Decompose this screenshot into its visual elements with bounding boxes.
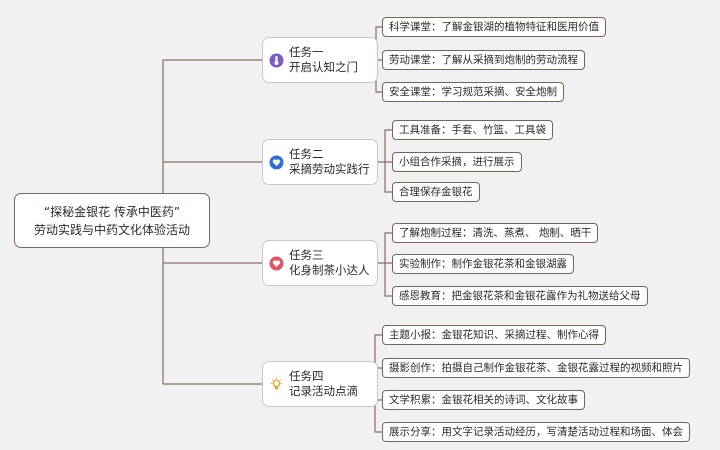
task-3-leaf-3[interactable]: 感恩教育：把金银花茶和金银花露作为礼物送给父母 bbox=[392, 286, 648, 306]
task-1-leaf-3[interactable]: 安全课堂：学习规范采摘、安全炮制 bbox=[382, 82, 564, 102]
task-2-subtitle: 采摘劳动实践行 bbox=[289, 162, 370, 176]
lightbulb-icon bbox=[269, 377, 284, 392]
task-1-node[interactable]: 任务一 开启认知之门 bbox=[262, 37, 378, 83]
task-2-node[interactable]: 任务二 采摘劳动实践行 bbox=[262, 139, 378, 185]
task-2-leaf-2[interactable]: 小组合作采摘，进行展示 bbox=[392, 152, 522, 172]
task-2-leaf-1[interactable]: 工具准备：手套、竹篮、工具袋 bbox=[392, 120, 553, 140]
thermometer-icon bbox=[269, 53, 284, 68]
task-2-leaf-3[interactable]: 合理保存金银花 bbox=[392, 182, 480, 202]
task-1-title: 任务一 bbox=[289, 45, 324, 59]
task-4-title: 任务四 bbox=[289, 369, 324, 383]
task-3-leaf-2[interactable]: 实验制作：制作金银花茶和金银湖露 bbox=[392, 254, 574, 274]
heart-hands-icon bbox=[269, 155, 284, 170]
heart-icon bbox=[269, 256, 284, 271]
task-2-title: 任务二 bbox=[289, 147, 324, 161]
task-4-subtitle: 记录活动点滴 bbox=[289, 384, 358, 398]
task-1-subtitle: 开启认知之门 bbox=[289, 60, 358, 74]
task-4-leaf-1[interactable]: 主题小报：金银花知识、采摘过程、制作心得 bbox=[382, 325, 606, 345]
root-topic[interactable]: “探秘金银花 传承中医药” 劳动实践与中药文化体验活动 bbox=[14, 193, 210, 248]
task-3-title: 任务三 bbox=[289, 248, 324, 262]
root-title-line1: “探秘金银花 传承中医药” bbox=[43, 204, 181, 219]
root-title-line2: 劳动实践与中药文化体验活动 bbox=[33, 222, 190, 237]
task-4-leaf-3[interactable]: 文学积累：金银花相关的诗词、文化故事 bbox=[382, 390, 585, 410]
task-4-leaf-2[interactable]: 摄影创作：拍摄自己制作金银花茶、金银花露过程的视频和照片 bbox=[382, 358, 690, 378]
task-1-leaf-2[interactable]: 劳动课堂：了解从采摘到炮制的劳动流程 bbox=[382, 50, 585, 70]
task-4-leaf-4[interactable]: 展示分享：用文字记录活动经历，写清楚活动过程和场面、体会 bbox=[382, 422, 690, 442]
task-1-leaf-1[interactable]: 科学课堂：了解金银湖的植物特征和医用价值 bbox=[382, 17, 606, 37]
task-3-node[interactable]: 任务三 化身制茶小达人 bbox=[262, 240, 378, 286]
task-4-node[interactable]: 任务四 记录活动点滴 bbox=[262, 361, 378, 407]
task-3-leaf-1[interactable]: 了解炮制过程：清洗、蒸煮、 炮制、晒干 bbox=[392, 223, 599, 243]
task-3-subtitle: 化身制茶小达人 bbox=[289, 263, 370, 277]
